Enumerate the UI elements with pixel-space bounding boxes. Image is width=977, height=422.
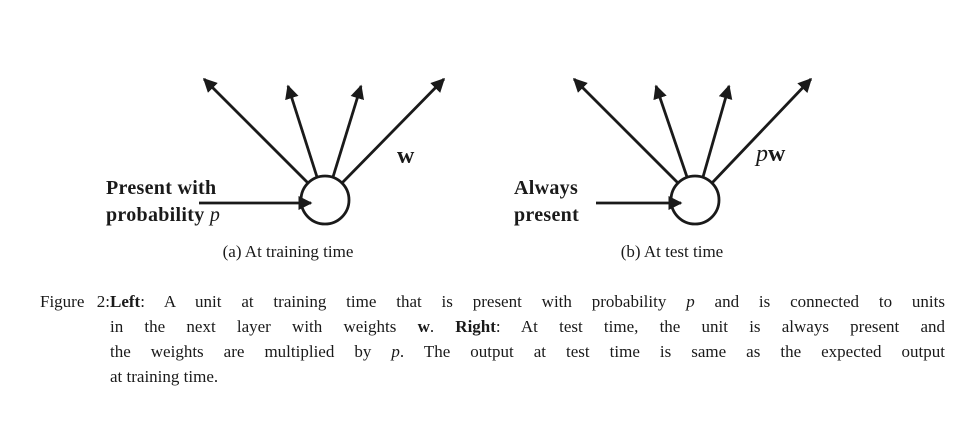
panel-a-input-label-line2: probability p — [106, 205, 220, 225]
output-arrow — [573, 78, 679, 184]
caption-segment: Left — [110, 292, 141, 311]
panel-a-unit-diagram — [199, 78, 445, 226]
caption-segment: p — [686, 292, 695, 311]
panel-b-weight-label: pw — [756, 142, 785, 166]
output-arrow — [701, 84, 733, 178]
unit-circle — [669, 174, 721, 226]
output-arrow — [341, 78, 445, 184]
panel-b-input-label-line2: present — [514, 204, 580, 226]
p-scale-symbol: p — [756, 141, 768, 167]
output-arrow — [653, 84, 689, 178]
output-arrow — [285, 84, 319, 178]
output-arrow — [331, 84, 364, 178]
caption-segment: at training time. — [110, 367, 219, 386]
output-arrow — [203, 78, 309, 184]
caption-segment: . The output at test time is same as the… — [399, 342, 945, 361]
figure-caption-line-2: in the next layer with weights w. Right:… — [110, 317, 945, 337]
panel-a-weight-label: w — [397, 144, 414, 168]
caption-segment: : A unit at training time that is presen… — [140, 292, 687, 311]
caption-segment: and is connected to units — [694, 292, 945, 311]
figure-caption-line-4: at training time. — [110, 367, 945, 387]
figure-caption-line-1: Figure 2:Left: A unit at training time t… — [40, 292, 945, 312]
panel-a-input-label-word: probability — [106, 204, 205, 226]
output-arrow — [710, 77, 813, 184]
figure-caption-line-3: the weights are multiplied by p. The out… — [110, 342, 945, 362]
caption-segment: p — [391, 342, 400, 361]
panel-b-subcaption: (b) At test time — [620, 242, 724, 261]
caption-segment: : At test time, the unit is always prese… — [495, 317, 945, 336]
caption-segment: . — [429, 317, 456, 336]
weight-w-symbol: w — [768, 141, 786, 167]
panel-a-input-label-line1: Present with — [106, 177, 217, 199]
unit-circle — [299, 174, 351, 226]
caption-segment: in the next layer with weights — [110, 317, 418, 336]
panel-b-unit-diagram — [573, 77, 813, 226]
panel-a-subcaption: (a) At training time — [222, 242, 354, 261]
panel-b-input-label-line1: Always — [514, 177, 579, 199]
caption-segment: w — [417, 317, 430, 336]
probability-p-symbol: p — [209, 204, 221, 226]
weight-w-symbol: w — [397, 143, 415, 169]
caption-segment: the weights are multiplied by — [110, 342, 392, 361]
figure-caption-prefix: Figure 2: — [40, 292, 110, 311]
caption-segment: Right — [455, 317, 496, 336]
